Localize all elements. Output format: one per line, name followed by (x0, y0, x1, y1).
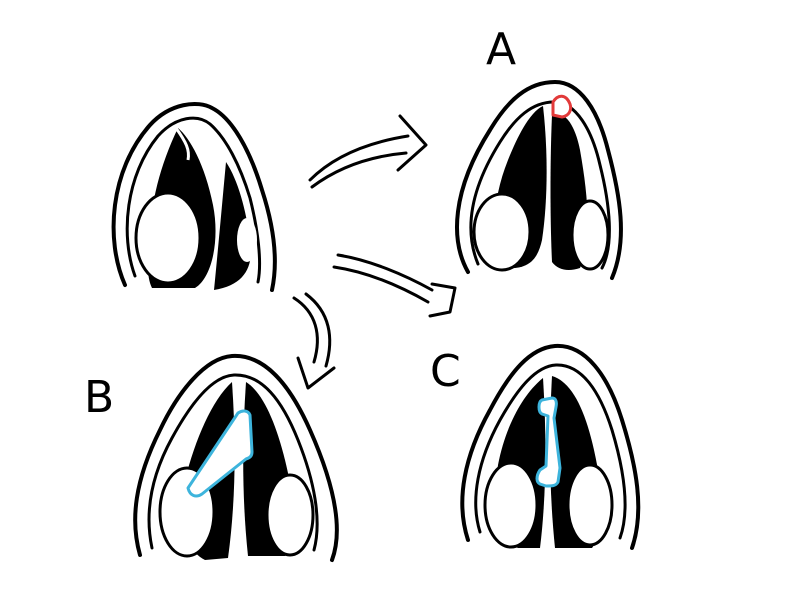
original-left-alar-lobule (134, 191, 202, 285)
original-right-alar-lobule (237, 218, 257, 262)
b-outer-contour (133, 353, 339, 562)
a-right-alar-lobule (570, 199, 610, 271)
b-inner-contour (147, 373, 319, 552)
original-deviated-septum (174, 127, 190, 161)
original-inner-contour (125, 116, 262, 284)
b-right-alar-lobule (265, 473, 315, 557)
label-c: C (430, 346, 461, 397)
c-outer-contour (460, 343, 641, 550)
label-a: A (486, 24, 517, 75)
nose-base-a (455, 79, 623, 280)
arrow-to-b (292, 292, 336, 390)
original-nose-base (111, 101, 277, 292)
c-blue-graft (535, 396, 562, 488)
c-right-alar-lobule (566, 463, 614, 547)
arrow-to-c (332, 253, 457, 318)
c-left-alar-lobule (483, 461, 539, 549)
a-left-alar-lobule (472, 192, 532, 272)
nose-base-b (133, 353, 339, 562)
nose-base-c (460, 343, 641, 550)
a-red-graft (551, 94, 573, 119)
c-inner-contour (474, 363, 627, 540)
label-b: B (84, 372, 115, 423)
arrow-to-a (308, 114, 428, 189)
a-outer-contour (455, 79, 623, 280)
original-outer-contour (111, 101, 277, 292)
b-blue-graft (186, 409, 254, 498)
